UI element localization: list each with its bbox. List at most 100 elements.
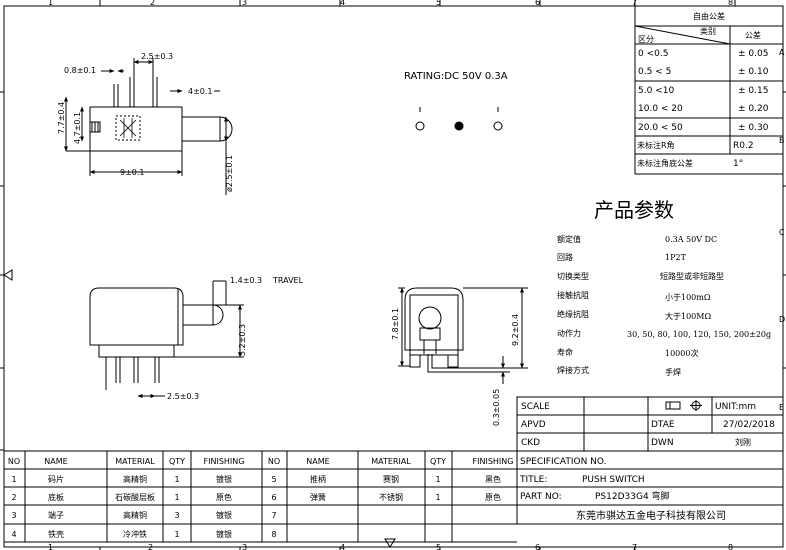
tolerance-header-tol: 公差 xyxy=(745,30,761,40)
title-label: TITLE: xyxy=(519,475,547,485)
scale-label: SCALE xyxy=(521,402,550,412)
bom-cell: 高精铜 xyxy=(123,474,147,484)
col-label: 3 xyxy=(242,543,247,550)
col-label: 1 xyxy=(48,0,53,7)
bom-header: QTY xyxy=(430,457,446,466)
bom-cell: 2 xyxy=(11,493,16,502)
col-label: 5 xyxy=(436,0,441,7)
bom-cell: 8 xyxy=(271,530,276,539)
bom-header: NO xyxy=(268,457,280,466)
param-value: 1P2T xyxy=(665,253,687,262)
dtae-label: DTAE xyxy=(651,420,675,430)
bom-cell: 码片 xyxy=(48,474,64,484)
rating-text: RATING:DC 50V 0.3A xyxy=(404,71,508,82)
bom-cell: 端子 xyxy=(48,510,64,520)
bom-cell: 镀银 xyxy=(216,529,232,539)
bom-cell: 1 xyxy=(174,475,179,484)
tolerance-extra-label: 未标注角底公差 xyxy=(637,158,693,168)
top-view-dims: 2.5±0.3 0.8±0.1 4±0.1 7.7±0.4 4.7±0.1 9±… xyxy=(57,52,234,192)
tolerance-range: 0 <0.5 xyxy=(638,49,668,59)
top-view xyxy=(64,58,233,195)
col-label: 4 xyxy=(340,543,345,550)
company-name: 东莞市骐达五金电子科技有限公司 xyxy=(576,509,726,522)
col-label: 2 xyxy=(148,543,153,550)
center-mark-left xyxy=(3,269,13,281)
dim-label: 9.2±0.4 xyxy=(511,314,520,346)
param-label: 绝缘抗阻 xyxy=(557,309,589,319)
dwn-label: DWN xyxy=(651,438,674,448)
dim-label: 4.7±0.1 xyxy=(73,112,82,144)
ckd-label: CKD xyxy=(521,438,540,448)
col-label: 7 xyxy=(632,543,637,550)
bom-header: FINISHING xyxy=(473,457,514,466)
bom-cell: 1 xyxy=(174,493,179,502)
bom-cell: 铁壳 xyxy=(48,529,64,539)
bom-cell: 1 xyxy=(435,493,440,502)
param-value: 10000次 xyxy=(665,348,698,358)
tolerance-header-type: 类别 xyxy=(700,26,716,36)
col-label: 7 xyxy=(632,0,637,7)
col-label: 1 xyxy=(48,543,53,550)
bom-cell: 3 xyxy=(174,511,179,520)
apvd-label: APVD xyxy=(521,420,546,430)
bom-header: MATERIAL xyxy=(371,457,411,466)
params-title: 产品参数 xyxy=(594,198,674,222)
bom-cell: 1 xyxy=(174,530,179,539)
dim-label: 5.2±0.3 xyxy=(238,324,247,356)
bom-cell: 石碳酸层板 xyxy=(115,492,155,502)
dwn-value: 刘刚 xyxy=(735,437,751,447)
tolerance-extra-label: 未标注R角 xyxy=(637,140,675,150)
param-value: 0.3A 50V DC xyxy=(665,235,717,244)
col-label: 6 xyxy=(535,543,540,550)
bom-cell: 弹簧 xyxy=(310,492,326,502)
unit-label: UNIT:mm xyxy=(715,402,756,412)
dim-label: 2.5±0.3 xyxy=(167,392,199,401)
param-value: 手焊 xyxy=(665,367,681,377)
title-value: PUSH SWITCH xyxy=(582,475,645,485)
date-value: 27/02/2018 xyxy=(723,420,775,430)
dim-label: ø2.5±0.1 xyxy=(225,155,234,192)
col-label: 5 xyxy=(436,543,441,550)
dim-label: 0.3±0.05 xyxy=(492,389,501,426)
tolerance-value: ± 0.05 xyxy=(738,49,768,59)
bom-cell: 镀银 xyxy=(216,474,232,484)
tolerance-range: 5.0 <10 xyxy=(638,86,674,96)
front-view xyxy=(89,280,244,398)
param-value: 大于100MΩ xyxy=(665,311,711,321)
bom-cell: 底板 xyxy=(48,492,64,502)
title-block-text: SCALE DTAE UNIT:mm APVD 27/02/2018 CKD D… xyxy=(519,402,775,522)
bom-cell: 1 xyxy=(11,475,16,484)
bom-cell: 镀银 xyxy=(216,510,232,520)
tolerance-extra-value: 1° xyxy=(733,159,743,169)
dim-label: 7.8±0.1 xyxy=(391,308,400,340)
col-label: 6 xyxy=(535,0,540,7)
param-value: 30, 50, 80, 100, 120, 150, 200±20g xyxy=(627,330,771,339)
bom-cell: 原色 xyxy=(485,492,501,502)
dim-label: 2.5±0.3 xyxy=(141,52,173,61)
dim-label: 7.7±0.4 xyxy=(57,102,66,134)
param-value: 小于100mΩ xyxy=(665,293,711,302)
bom-table xyxy=(4,450,517,543)
dim-label: 1.4±0.3 xyxy=(230,276,262,285)
param-label: 寿命 xyxy=(557,347,573,357)
side-view xyxy=(398,287,528,384)
bom-header: QTY xyxy=(169,457,185,466)
row-label: C xyxy=(779,228,785,237)
bom-cell: 3 xyxy=(11,511,16,520)
bom-cell: 黑色 xyxy=(485,474,501,484)
bom-header: NO xyxy=(8,457,20,466)
col-label: 2 xyxy=(150,0,155,7)
tolerance-title: 自由公差 xyxy=(693,11,725,21)
center-mark-bottom xyxy=(384,538,396,548)
bom-cell: 原色 xyxy=(216,492,232,502)
bom-cell: 赛钢 xyxy=(383,474,399,484)
bom-header: NAME xyxy=(306,457,329,466)
bom-cell: 7 xyxy=(271,511,276,520)
params-list: 额定值 0.3A 50V DC 回路 1P2T 切换类型 短路型或非短路型 接触… xyxy=(557,234,771,377)
part-label: PART NO: xyxy=(520,492,562,502)
tolerance-value: ± 0.20 xyxy=(738,104,769,114)
row-label: E xyxy=(779,403,784,412)
tolerance-table xyxy=(634,5,784,175)
tolerance-table-text: 自由公差 类别 区分 公差 0 <0.5 ± 0.05 0.5 < 5 ± 0.… xyxy=(637,11,769,169)
